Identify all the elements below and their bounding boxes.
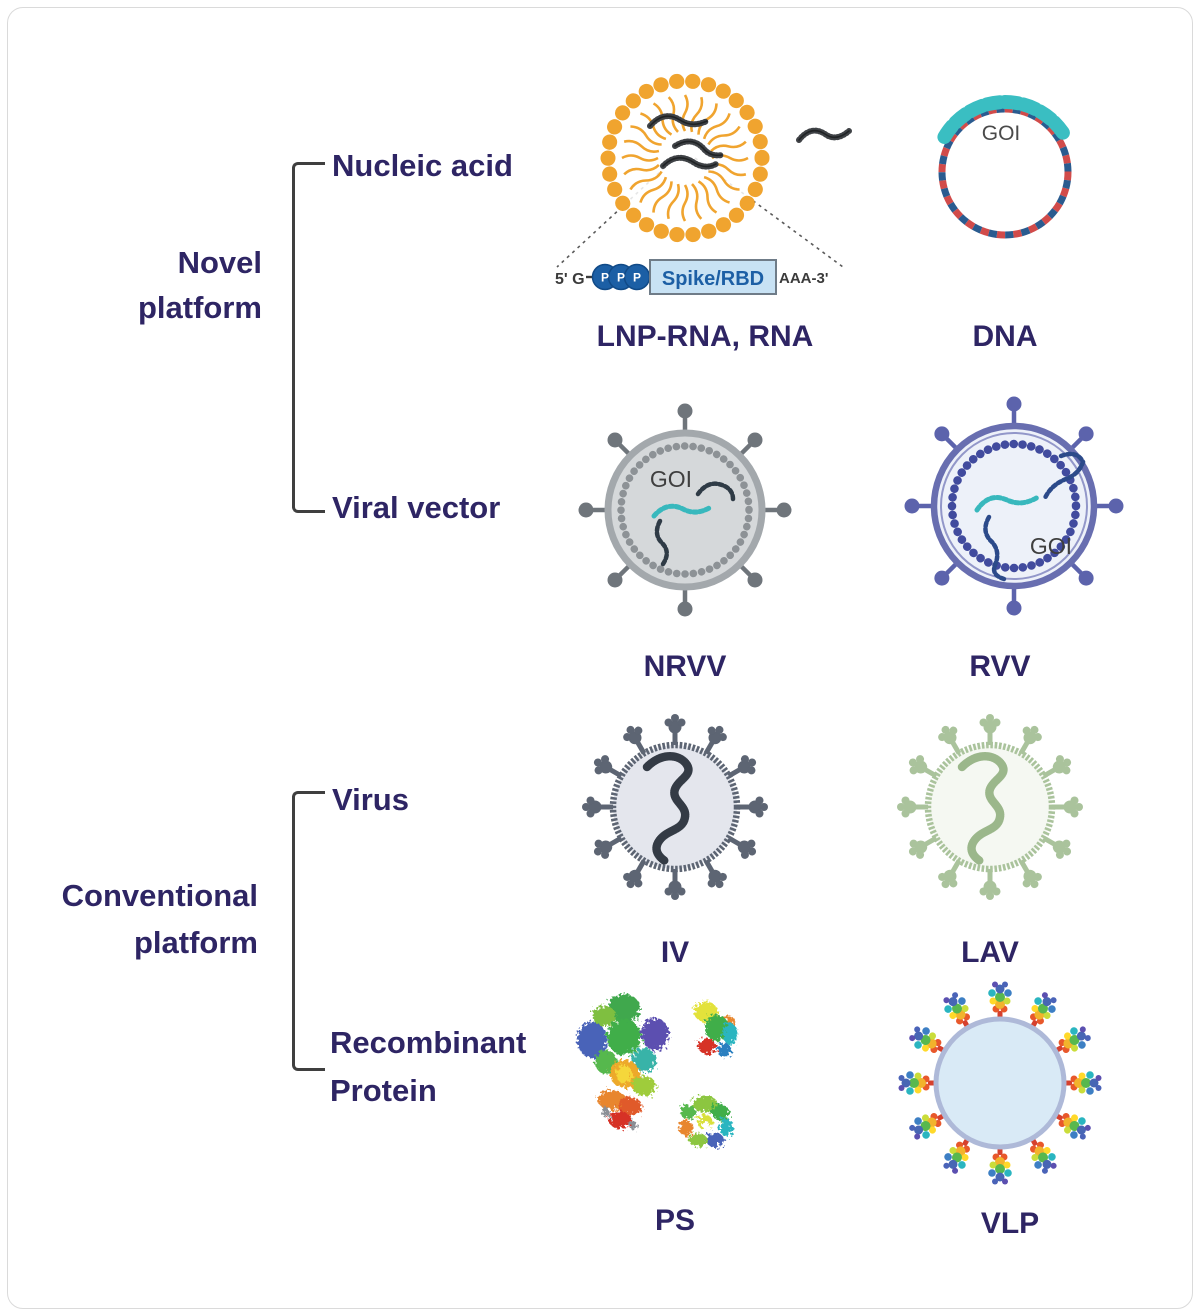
nrvv-illustration: GOI <box>570 397 800 627</box>
lav-illustration <box>890 707 1090 907</box>
conventional-platform-bracket <box>292 791 325 1071</box>
recombinant-line1: Recombinant <box>330 1025 527 1060</box>
vlp-body <box>933 1016 1067 1150</box>
phosphate-p2: P <box>617 271 625 285</box>
three-prime-label: AAA-3' <box>779 270 828 287</box>
conventional-platform-line2: platform <box>134 925 258 960</box>
nrvv-dotted-ring <box>617 442 753 578</box>
goi-label: GOI <box>650 466 692 492</box>
item-label-lav: LAV <box>961 936 1019 969</box>
goi-teal-segment <box>937 95 1073 144</box>
rvv-genome-strand <box>974 451 1086 582</box>
nrvv-genome-strand <box>651 481 736 567</box>
recombinant-line2: Protein <box>330 1073 437 1108</box>
rvv-inner-ring <box>940 432 1088 580</box>
item-label-nrvv: NRVV <box>643 650 727 683</box>
gene-box-label: Spike/RBD <box>662 268 764 290</box>
rbd-protein-icon <box>694 1002 737 1057</box>
item-label-lnp-rna: LNP-RNA, RNA <box>596 320 814 353</box>
rvv-dotted-ring <box>947 439 1081 573</box>
round-protein-icon <box>679 1096 733 1147</box>
branch-nucleic-acid: Nucleic acid <box>332 148 513 183</box>
mrna-construct: 5' G P P P Spike/RBD AAA-3' <box>555 259 828 295</box>
rvv-illustration: GOI <box>899 394 1129 624</box>
item-label-rvv: RVV <box>969 650 1031 683</box>
ps-illustration <box>577 994 737 1147</box>
novel-platform-bracket <box>292 162 325 513</box>
item-label-dna: DNA <box>972 320 1038 353</box>
goi-label: GOI <box>982 122 1021 145</box>
phosphate-p3: P <box>633 271 641 285</box>
item-label-iv: IV <box>660 936 690 969</box>
item-label-ps: PS <box>654 1204 696 1237</box>
novel-platform-line2: platform <box>138 290 262 325</box>
conventional-platform-line1: Conventional <box>61 878 258 913</box>
novel-platform-line1: Novel <box>177 245 262 280</box>
dna-plasmid-illustration: GOI <box>937 95 1073 239</box>
branch-virus: Virus <box>332 782 409 817</box>
item-label-vlp: VLP <box>980 1207 1040 1240</box>
rvv-capsid <box>930 422 1098 590</box>
iv-illustration <box>575 707 775 907</box>
goi-label: GOI <box>1030 533 1072 559</box>
iv-membrane <box>609 741 741 873</box>
vlp-illustration <box>898 981 1102 1185</box>
branch-recombinant-protein: Recombinant Protein <box>330 1019 526 1115</box>
gene-box <box>649 259 777 295</box>
spike-protein-icon <box>577 994 669 1130</box>
conventional-platform-label: Conventional platform <box>55 872 258 966</box>
novel-platform-label: Novel platform <box>62 240 262 330</box>
lav-membrane <box>924 741 1056 873</box>
phosphate-p1: P <box>601 271 609 285</box>
branch-viral-vector: Viral vector <box>332 490 501 525</box>
lnp-rna-illustration: 5' G P P P Spike/RBD AAA-3' <box>555 73 875 295</box>
five-prime-label: 5' G <box>555 271 585 288</box>
